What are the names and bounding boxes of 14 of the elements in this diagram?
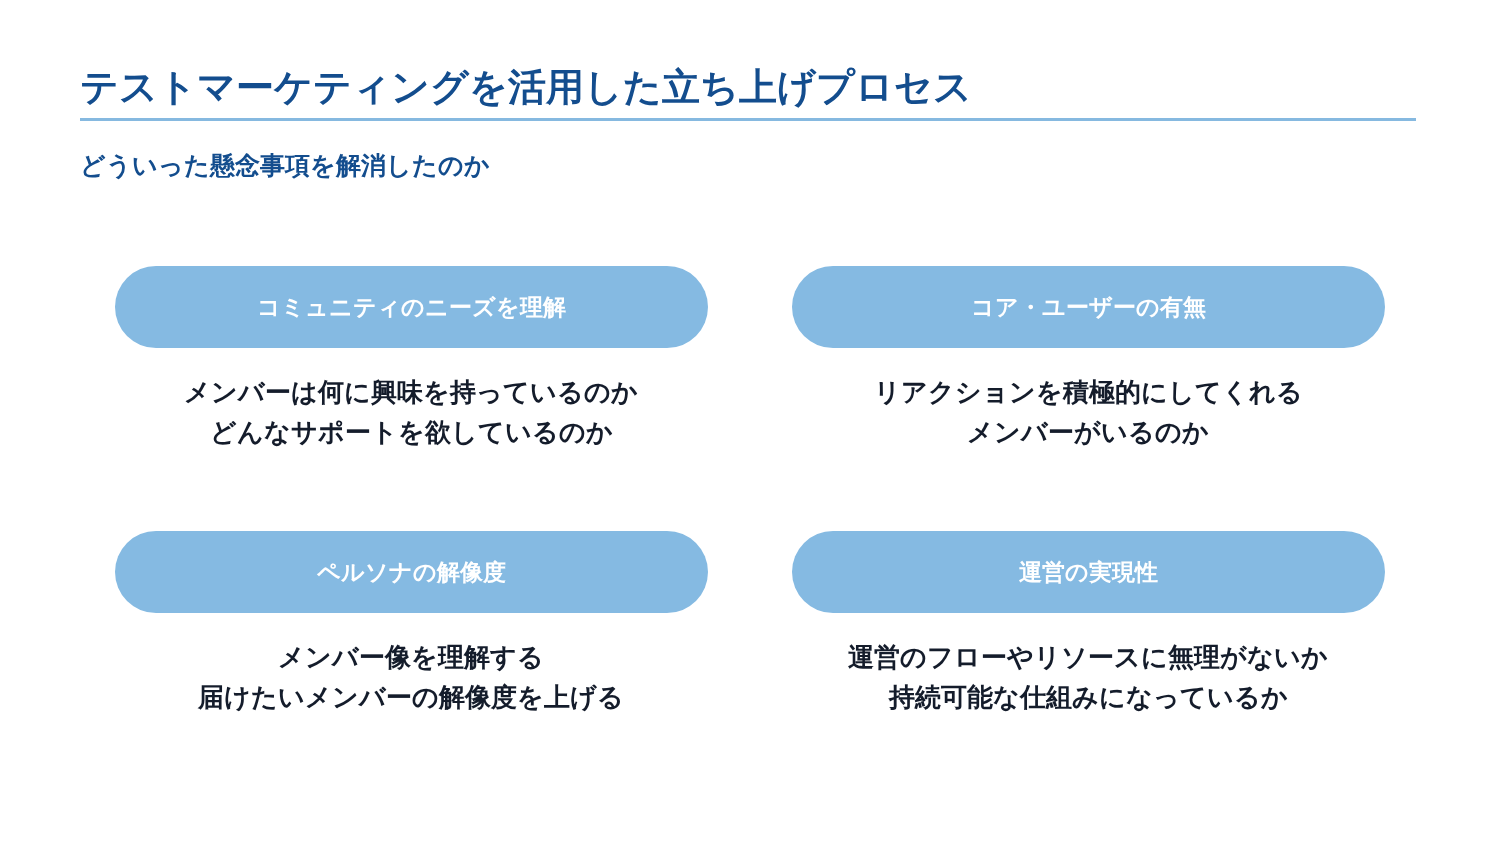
description-text: メンバーがいるのか xyxy=(967,416,1209,449)
description-text: 持続可能な仕組みになっているか xyxy=(888,681,1288,714)
pill-heading: コア・ユーザーの有無 xyxy=(971,293,1206,322)
description-text: どんなサポートを欲しているのか xyxy=(209,416,613,449)
subtitle: どういった懸念事項を解消したのか xyxy=(80,150,490,182)
description-text: 届けたいメンバーの解像度を上げる xyxy=(198,681,624,714)
description-text: メンバーは何に興味を持っているのか xyxy=(184,376,638,409)
pill-heading: コミュニティのニーズを理解 xyxy=(257,293,566,322)
description-text: リアクションを積極的にしてくれる xyxy=(873,376,1303,409)
pill-heading: ペルソナの解像度 xyxy=(317,558,506,587)
pill-heading: 運営の実現性 xyxy=(1019,558,1158,587)
slide-title: テストマーケティングを活用した立ち上げプロセス xyxy=(80,64,972,111)
description-text: 運営のフローやリソースに無理がないか xyxy=(848,641,1328,674)
description-text: メンバー像を理解する xyxy=(278,641,544,674)
